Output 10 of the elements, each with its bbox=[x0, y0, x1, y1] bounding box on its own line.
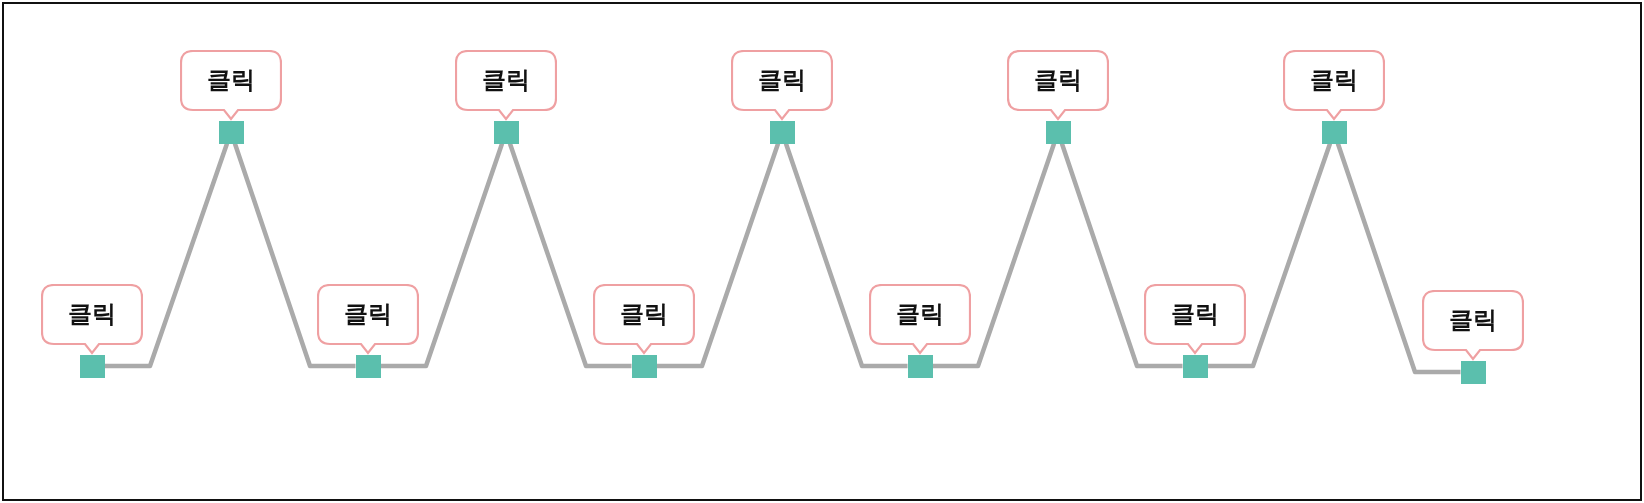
connector-line bbox=[232, 142, 356, 369]
connector-line bbox=[104, 142, 230, 369]
connector-line bbox=[380, 142, 505, 369]
connector-line bbox=[932, 142, 1057, 369]
connector-line bbox=[1335, 142, 1461, 375]
connector-line bbox=[656, 142, 781, 369]
connector-line bbox=[1059, 142, 1183, 369]
connector-line bbox=[507, 142, 632, 369]
connector-line bbox=[1207, 142, 1333, 369]
connector-line bbox=[783, 142, 908, 369]
